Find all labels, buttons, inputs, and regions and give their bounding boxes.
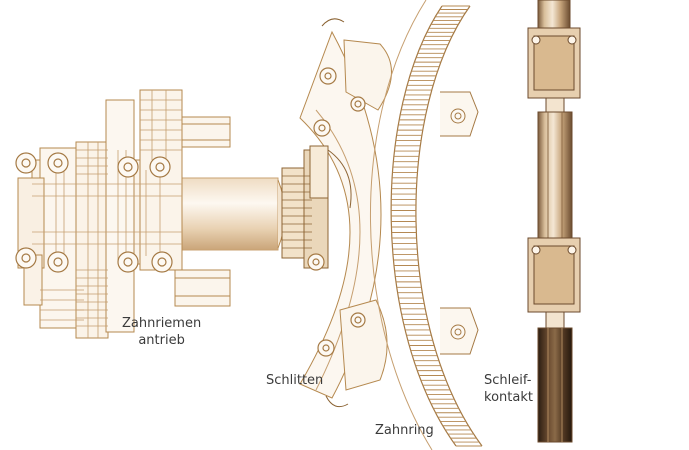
ring-gear [369,0,483,450]
belt-drive-label: Zahnriemen antrieb [122,315,201,349]
guide-rods [174,116,231,307]
pulley-bolts [15,152,173,273]
belt-drive-label-line1: Zahnriemen [122,316,202,331]
slip-contact-label-line1: Schleif- [484,373,532,388]
slip-contact-assembly [527,0,581,443]
belt-drive-assembly [15,89,286,339]
slip-contact-label: Schleif- kontakt [484,372,533,406]
ring-gear-label: Zahnring [375,423,434,438]
main-shaft [171,177,279,251]
ring-gear-teeth [391,5,482,447]
carriage-rollers [307,67,366,357]
toothed-belt [40,90,182,338]
belt-drive-label-line2: antrieb [138,333,185,348]
carriage-label: Schlitten [266,373,324,388]
carriage-assembly [281,18,392,408]
pinion-gear [281,145,352,269]
slip-contact-label-line2: kontakt [484,390,533,405]
